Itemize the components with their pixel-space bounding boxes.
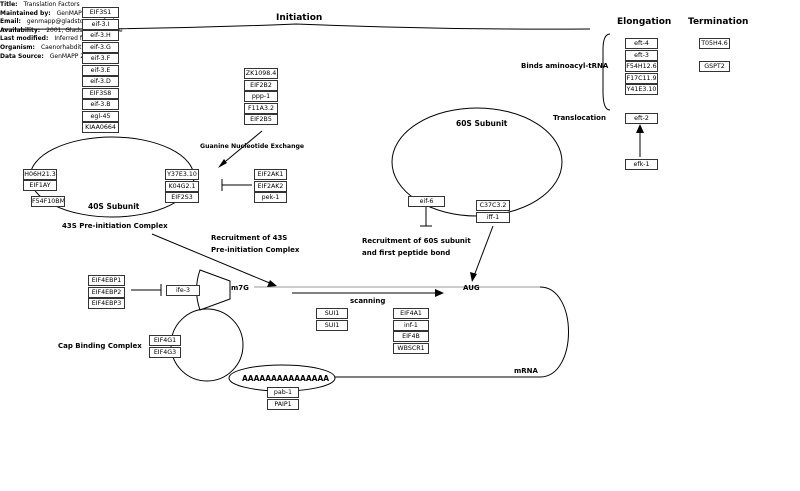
gene-box-sui_stack-0[interactable]: SUI1 xyxy=(316,308,348,319)
label-mrna: mRNA xyxy=(514,367,538,375)
cap-circle xyxy=(170,308,244,382)
gene-box-eef1_stack-4[interactable]: Y41E3.10 xyxy=(625,84,658,95)
modified-value: Inferred fro xyxy=(54,35,88,43)
gene-box-iff_stack-0[interactable]: C37C3.2 xyxy=(476,200,510,211)
gene-box-left40s-2[interactable]: F54F10BM.2 xyxy=(31,196,65,207)
gene-box-left40s-1[interactable]: EIF1AY xyxy=(23,180,57,191)
gene-box-eif2_stack-1[interactable]: K04G2.1 xyxy=(165,180,199,192)
gene-box-eif2ak_stack-1[interactable]: EIF2AK2 xyxy=(254,180,287,192)
gene-box-eif4ebp_stack-1[interactable]: EIF4EBP2 xyxy=(88,286,125,298)
gene-box-eef1_stack-2[interactable]: F54H12.6 xyxy=(625,61,658,72)
label-scanning: scanning xyxy=(350,297,386,305)
gene-box-eif2b_stack-2[interactable]: ppp-1 xyxy=(244,91,278,102)
source-value: GenMAPP 2.0 xyxy=(49,52,90,60)
gene-box-eif3_stack-5[interactable]: eif-3.E xyxy=(82,64,119,76)
label-cap-binding: Cap Binding Complex xyxy=(58,342,142,350)
label-40s-subunit: 40S Subunit xyxy=(88,202,140,211)
email-key: Email: xyxy=(0,18,21,26)
gene-box-left40s-0[interactable]: H06H21.3 xyxy=(23,169,57,180)
gene-box-term-1[interactable]: GSPT2 xyxy=(699,61,730,72)
gene-box-iff_stack-1[interactable]: iff-1 xyxy=(476,211,510,223)
gene-box-eif3_stack-4[interactable]: eif-3.F xyxy=(82,53,119,64)
gene-box-eif3_stack-1[interactable]: eif-3.I xyxy=(82,18,119,30)
gene-box-eif4a_stack-1[interactable]: inf-1 xyxy=(393,319,429,331)
gene-box-pab_stack-1[interactable]: PAIP1 xyxy=(267,398,299,410)
label-gne: Guanine Nucleotide Exchange xyxy=(200,143,305,150)
cap-cone xyxy=(196,269,231,311)
gene-box-eif3_stack-10[interactable]: KIAA0664 xyxy=(82,122,119,133)
label-aug: AUG xyxy=(463,284,480,292)
arrowhead-translocation xyxy=(636,124,644,133)
gene-box-pab_stack-0[interactable]: pab-1 xyxy=(267,387,299,398)
gene-box-eif4ebp_stack-2[interactable]: EIF4EBP3 xyxy=(88,298,125,309)
section-elongation: Elongation xyxy=(617,17,672,27)
gene-box-eif2b_stack-4[interactable]: EIF2B5 xyxy=(244,114,278,125)
availability-key: Availability: xyxy=(0,26,41,34)
label-recruit-43s-1: Recruitment of 43S xyxy=(211,234,288,242)
maintainer-key: Maintained by: xyxy=(0,9,51,17)
email-value: genmapp@gladstone.ucsf.edu xyxy=(26,18,118,26)
gene-box-eif2ak_stack-0[interactable]: EIF2AK1 xyxy=(254,169,287,180)
elongation-brace xyxy=(602,33,611,111)
gene-box-eef1_stack-0[interactable]: eft-4 xyxy=(625,38,658,49)
arrow-43s xyxy=(151,233,273,285)
gene-box-eif3_stack-3[interactable]: eif-3.G xyxy=(82,41,119,53)
gene-box-ife[interactable]: ife-3 xyxy=(166,285,200,296)
gene-box-eif4g_stack-0[interactable]: EIF4G1 xyxy=(149,335,181,346)
gene-box-eif2_stack-0[interactable]: Y37E3.10 xyxy=(165,169,199,180)
gene-box-eif4a_stack-3[interactable]: WBSCR1 xyxy=(393,342,429,354)
arrowhead-scanning xyxy=(435,289,444,297)
gene-box-eef1_stack-3[interactable]: F17C11.9 xyxy=(625,72,658,84)
label-recruit-60s-2: and first peptide bond xyxy=(362,249,451,257)
gene-box-eif3_stack-8[interactable]: eif-3.B xyxy=(82,99,119,110)
gene-box-eif3_stack-2[interactable]: eif-3.H xyxy=(82,30,119,41)
gene-box-eif2b_stack-3[interactable]: F11A3.2 xyxy=(244,102,278,114)
gene-box-eif2_stack-2[interactable]: EIF2S3 xyxy=(165,192,199,203)
label-polya: AAAAAAAAAAAAAAA xyxy=(242,374,330,383)
label-43s-complex: 43S Pre-initiation Complex xyxy=(62,222,168,230)
gene-box-eif4ebp_stack-0[interactable]: EIF4EBP1 xyxy=(88,275,125,286)
gene-box-eif3_stack-7[interactable]: EIF3S8 xyxy=(82,87,119,99)
section-initiation: Initiation xyxy=(276,13,323,23)
gene-box-eif3_stack-9[interactable]: egl-45 xyxy=(82,110,119,122)
gene-box-eef1_stack-1[interactable]: eft-3 xyxy=(625,49,658,61)
gene-box-eif2ak_stack-2[interactable]: pek-1 xyxy=(254,192,287,203)
label-60s-subunit: 60S Subunit xyxy=(456,119,508,128)
gene-box-eif2b_stack-1[interactable]: EIF2B2 xyxy=(244,79,278,91)
gene-box-sui_stack-1[interactable]: SUI1 xyxy=(316,319,348,331)
source-key: Data Source: xyxy=(0,52,44,60)
gene-box-efk[interactable]: efk-1 xyxy=(625,159,658,170)
label-translocation: Translocation xyxy=(553,114,606,122)
mrna-loop xyxy=(322,286,569,378)
modified-key: Last modified: xyxy=(0,35,49,43)
gene-box-eif4a_stack-0[interactable]: EIF4A1 xyxy=(393,308,429,319)
arrowhead-60s xyxy=(470,272,477,282)
section-termination: Termination xyxy=(688,17,749,27)
label-recruit-43s-2: Pre-initiation Complex xyxy=(211,246,300,254)
arrow-60s xyxy=(473,225,494,277)
gene-box-eif3_stack-0[interactable]: EIF3S1 xyxy=(82,7,119,18)
title-value: Translation Factors xyxy=(23,1,80,8)
gene-box-eif4a_stack-2[interactable]: EIF4B xyxy=(393,331,429,342)
maintainer-value: GenMAPP.org xyxy=(56,9,97,17)
gene-box-eif4g_stack-1[interactable]: EIF4G3 xyxy=(149,346,181,358)
gene-box-eif3_stack-6[interactable]: eif-3.D xyxy=(82,76,119,87)
gene-box-eef2[interactable]: eft-2 xyxy=(625,113,658,124)
gene-box-eif2b_stack-0[interactable]: ZK1098.4 xyxy=(244,68,278,79)
label-recruit-60s-1: Recruitment of 60S subunit xyxy=(362,237,471,245)
arrowhead-gne xyxy=(218,159,227,168)
arrow-gne xyxy=(219,130,263,167)
label-m7g: m7G xyxy=(231,284,249,292)
gene-box-term-0[interactable]: T05H4.6 xyxy=(699,38,730,49)
arrowhead-43s xyxy=(267,280,277,287)
title-key: Title: xyxy=(0,1,18,8)
organism-key: Organism: xyxy=(0,43,35,51)
gene-box-eif6[interactable]: eif-6 xyxy=(408,196,445,207)
label-binds-trna: Binds aminoacyl-tRNA xyxy=(521,62,609,70)
organism-value: Caenorhabditis xyxy=(40,43,87,51)
